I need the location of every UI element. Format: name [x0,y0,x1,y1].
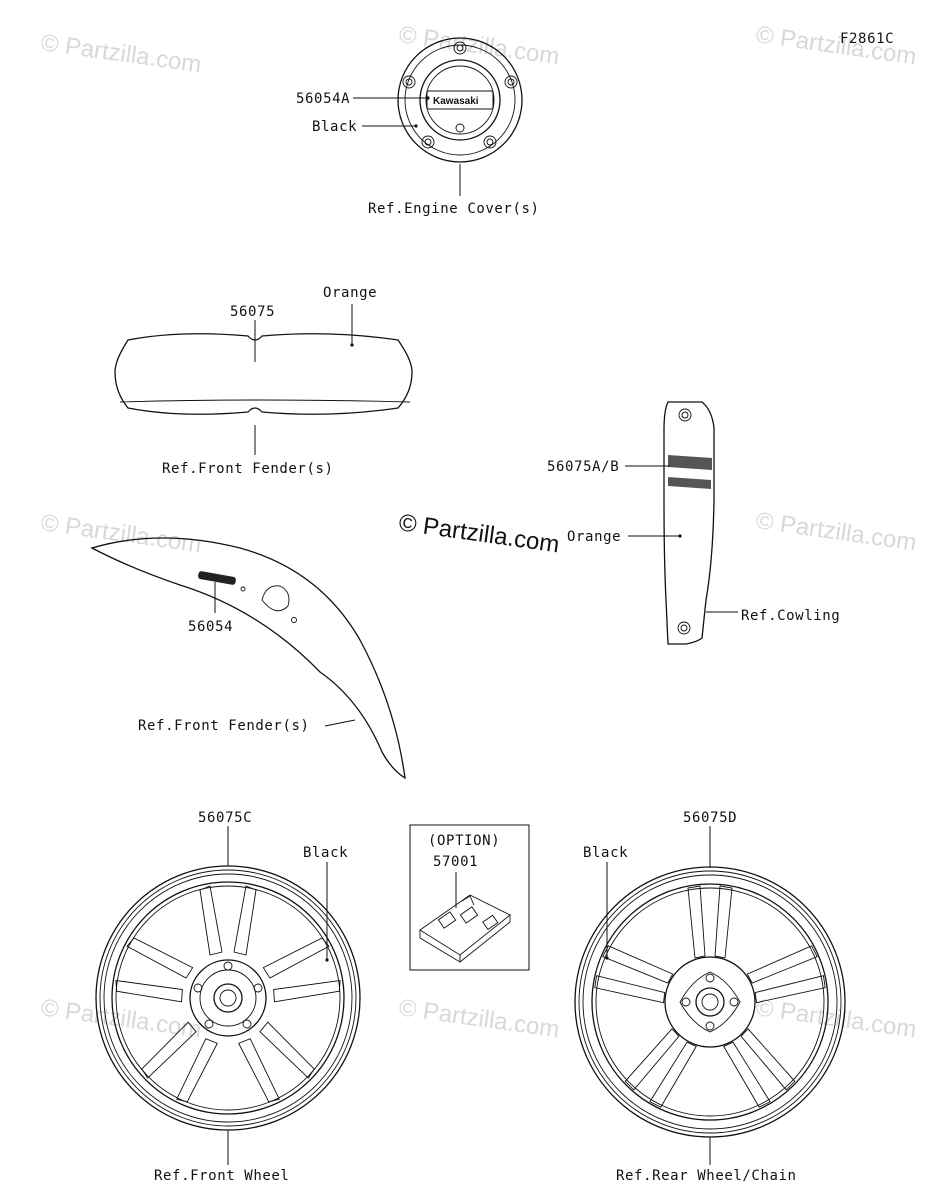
rear-wheel-drawing [574,826,846,1165]
figure-code: F2861C [840,31,894,47]
engine-cover-drawing: Kawasaki [397,37,523,163]
cowling-drawing [625,401,738,645]
front-wheel-part-no: 56075C [198,810,252,826]
cowling-part-no: 56075A/B [547,459,619,475]
front-wheel-color: Black [303,845,348,861]
engine-cover-color: Black [312,119,357,135]
option-part-no: 57001 [433,854,478,870]
front-fender-top-ref: Ref.Front Fender(s) [162,461,334,477]
watermark: © Partzilla.com [39,29,203,78]
cowling-ref: Ref.Cowling [741,608,840,624]
engine-cover-part-no: 56054A [296,91,350,107]
front-wheel-ref: Ref.Front Wheel [154,1168,289,1184]
center-watermark: © Partzilla.com [397,509,561,558]
watermark: © Partzilla.com [397,994,561,1043]
front-fender-side-part-no: 56054 [188,619,233,635]
front-fender-top-part-no: 56075 [230,304,275,320]
front-fender-top-drawing [114,304,413,455]
rear-wheel-color: Black [583,845,628,861]
watermark: © Partzilla.com [39,509,203,558]
rear-wheel-part-no: 56075D [683,810,737,826]
option-header: (OPTION) [428,833,500,849]
watermark: © Partzilla.com [397,21,561,70]
option-box [409,824,530,971]
cowling-color: Orange [567,529,621,545]
engine-cover-logo: Kawasaki [433,96,479,107]
front-fender-side-drawing [90,537,406,780]
front-fender-top-color: Orange [323,285,377,301]
watermark: © Partzilla.com [754,507,918,556]
front-wheel-drawing [95,826,361,1165]
front-fender-side-ref: Ref.Front Fender(s) [138,718,310,734]
engine-cover-ref: Ref.Engine Cover(s) [368,201,540,217]
rear-wheel-ref: Ref.Rear Wheel/Chain [616,1168,797,1184]
